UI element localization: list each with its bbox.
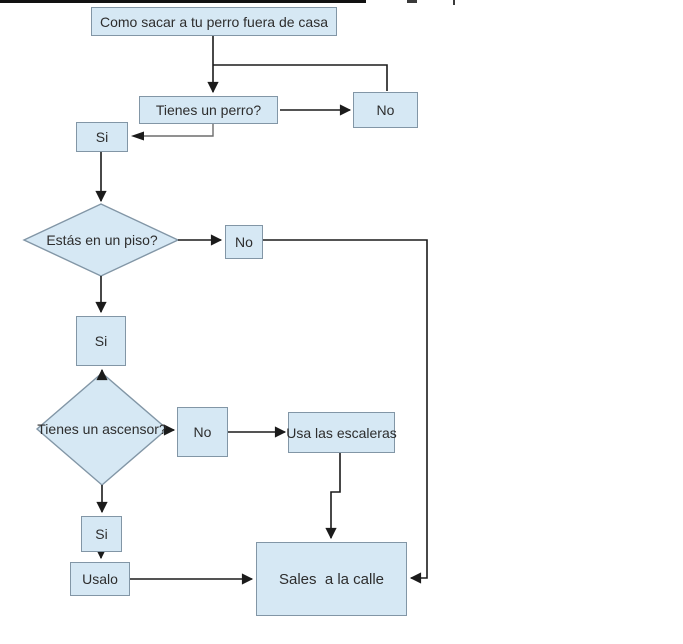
connector-perro-to-si <box>136 124 214 137</box>
node-sales-a-la-calle: Sales a la calle <box>256 542 407 616</box>
connector-escaleras-to-sales <box>325 453 341 540</box>
node-si-piso: Si <box>76 316 126 366</box>
node-usa-las-escaleras: Usa las escaleras <box>286 412 397 453</box>
node-no-ascensor: No <box>177 407 228 457</box>
node-no-perro: No <box>353 92 418 128</box>
diamond-tienes-un-ascensor <box>35 372 169 486</box>
node-tienes-un-perro: Tienes un perro? <box>139 96 278 124</box>
node-si-perro: Si <box>76 122 128 152</box>
connector-branch-to-no-perro <box>213 64 388 91</box>
crop-artifact-mark <box>453 0 455 5</box>
diamond-estas-en-un-piso <box>22 203 180 277</box>
arrowhead-into-si-perro <box>131 131 144 141</box>
node-usalo: Usalo <box>70 562 130 596</box>
node-title: Como sacar a tu perro fuera de casa <box>91 7 337 36</box>
top-border-rule <box>0 0 366 3</box>
connector-no-piso-to-sales <box>263 239 428 584</box>
node-si-ascensor: Si <box>81 516 122 552</box>
node-no-piso: No <box>225 225 263 259</box>
crop-artifact-mark <box>407 0 417 3</box>
